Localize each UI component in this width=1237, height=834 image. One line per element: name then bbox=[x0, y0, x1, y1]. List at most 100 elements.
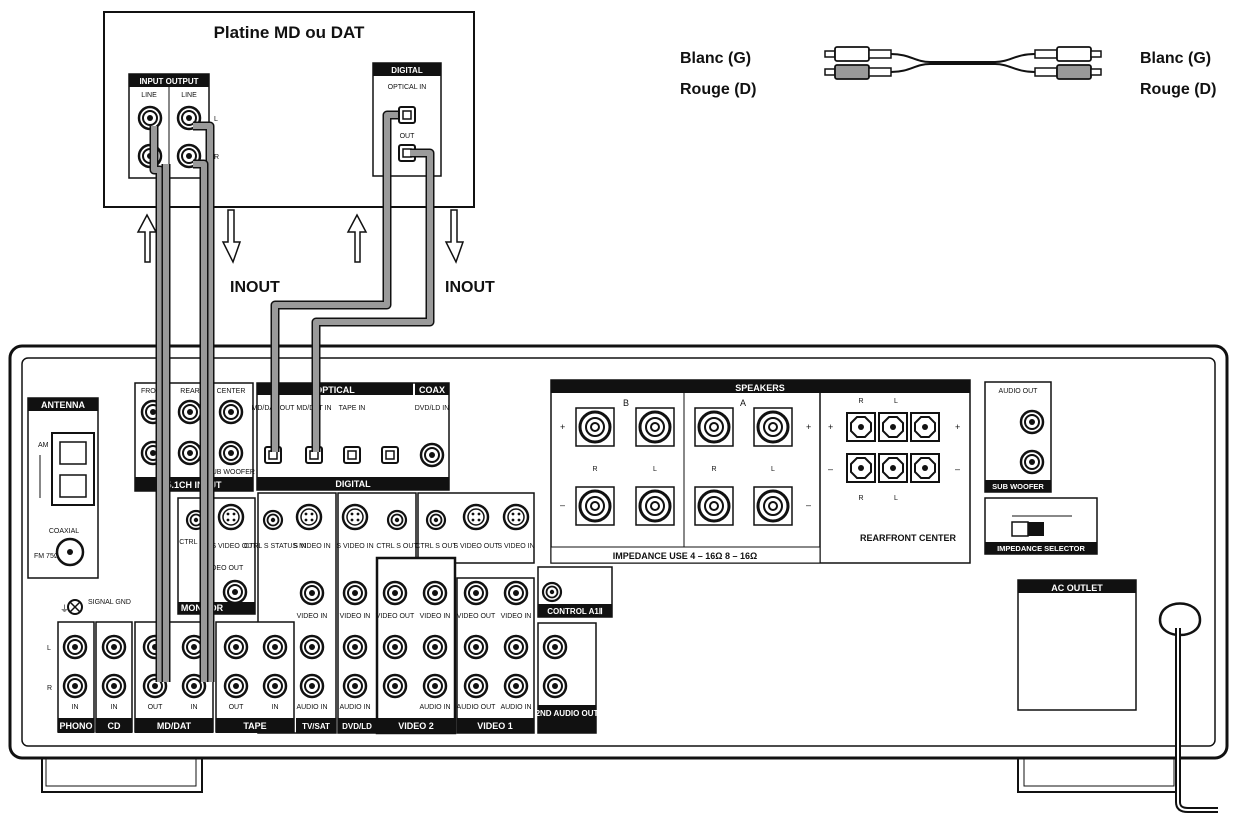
video2-audio-in-label: AUDIO IN bbox=[419, 704, 450, 711]
ac-outlet-label: AC OUTLET bbox=[1051, 583, 1103, 593]
spk-b-l: L bbox=[653, 466, 657, 473]
monitor-s-video-out bbox=[217, 503, 245, 531]
51ch-sub bbox=[218, 440, 244, 466]
deck-optical-in-jack bbox=[398, 106, 416, 124]
video1-video-in-label: VIDEO IN bbox=[501, 613, 532, 620]
line-left-label: LINE bbox=[141, 92, 157, 99]
clip-r-top: R bbox=[858, 398, 863, 405]
monitor-video-out bbox=[222, 579, 248, 605]
51ch-rear-r bbox=[177, 440, 203, 466]
connection-cables bbox=[149, 110, 435, 682]
tvsat-ctrl-s-label: CTRL S STATUS IN bbox=[244, 543, 306, 550]
51ch-rear-l bbox=[177, 399, 203, 425]
tape-in-label: IN bbox=[272, 704, 279, 711]
tvsat-video-in bbox=[299, 580, 325, 606]
deck-ch-l: L bbox=[214, 116, 218, 123]
video2-video-in-label: VIDEO IN bbox=[420, 613, 451, 620]
deck-ch-r: R bbox=[214, 154, 219, 161]
legend-right-white: Blanc (G) bbox=[1140, 50, 1211, 67]
phono-in-label: IN bbox=[72, 704, 79, 711]
device-title: Platine MD ou DAT bbox=[214, 23, 365, 42]
dvd-video-in-label: VIDEO IN bbox=[340, 613, 371, 620]
legend-left-red: Rouge (D) bbox=[680, 81, 756, 98]
audio-row-l: L bbox=[47, 645, 51, 652]
deck-optical-in-label: OPTICAL IN bbox=[388, 84, 427, 91]
antenna-label: ANTENNA bbox=[41, 400, 85, 410]
fm-label: FM 75Ω bbox=[34, 553, 59, 560]
clip-minus-right: – bbox=[955, 464, 960, 474]
cd-in-l bbox=[101, 634, 127, 660]
cd-in-r bbox=[101, 673, 127, 699]
legend-right-red: Rouge (D) bbox=[1140, 81, 1216, 98]
video1-video-out-label: VIDEO OUT bbox=[457, 613, 496, 620]
rear-l-minus bbox=[878, 453, 908, 483]
deck-out-label: OUT bbox=[400, 133, 416, 140]
tvsat-audio-r bbox=[299, 673, 325, 699]
spk-b-label: B bbox=[623, 398, 629, 408]
dvd-audio-r bbox=[342, 673, 368, 699]
spk-b-minus: – bbox=[560, 500, 565, 510]
deck-digital-label: DIGITAL bbox=[391, 66, 423, 75]
optical-label: OPTICAL bbox=[315, 385, 355, 395]
spk-b-r-plus bbox=[574, 406, 616, 448]
second-audio-out-l bbox=[542, 634, 568, 660]
control-a1-jack bbox=[541, 581, 563, 603]
video1-s-video-in-label: S VIDEO IN bbox=[497, 543, 534, 550]
coax-label: COAX bbox=[419, 385, 445, 395]
sw-audio-out-label: AUDIO OUT bbox=[999, 388, 1039, 395]
tvsat-s-video-in bbox=[295, 503, 323, 531]
analog-cable-out-r bbox=[193, 161, 207, 682]
tvsat-video-in-label: VIDEO IN bbox=[297, 613, 328, 620]
second-audio-out-label: 2ND AUDIO OUT bbox=[536, 709, 599, 718]
tape-out-l bbox=[223, 634, 249, 660]
digital-label: DIGITAL bbox=[335, 479, 371, 489]
ground-icon: ⏚ bbox=[60, 604, 69, 614]
video1-s-video-out-label: S VIDEO OUT bbox=[453, 543, 499, 550]
impedance-use-label: IMPEDANCE USE 4 – 16Ω 8 – 16Ω bbox=[613, 551, 758, 561]
video1-audio-in-r bbox=[503, 673, 529, 699]
video2-video-out-label: VIDEO OUT bbox=[376, 613, 415, 620]
phono-in-r bbox=[62, 673, 88, 699]
optical-dvd-in-jack bbox=[381, 446, 399, 464]
speakers-label: SPEAKERS bbox=[735, 383, 785, 393]
inout-label-right: INOUT bbox=[445, 279, 495, 296]
arrow-up-left bbox=[136, 213, 158, 263]
dvd-s-video-in bbox=[341, 503, 369, 531]
spk-a-l: L bbox=[771, 466, 775, 473]
video1-ctrl-s-out bbox=[425, 509, 447, 531]
rear-r-minus bbox=[846, 453, 876, 483]
video1-ctrl-s-label: CTRL S OUT bbox=[415, 543, 457, 550]
dvd-s-video-label: S VIDEO IN bbox=[336, 543, 373, 550]
video1-audio-in-l bbox=[503, 634, 529, 660]
dvd-ctrl-s-out bbox=[386, 509, 408, 531]
spk-a-l-plus bbox=[752, 406, 794, 448]
dvd-audio-in-label: AUDIO IN bbox=[339, 704, 370, 711]
tape-out-r bbox=[223, 673, 249, 699]
sub-woofer-label: SUB WOOFER bbox=[992, 482, 1044, 491]
clip-l-top: L bbox=[894, 398, 898, 405]
second-audio-out-r bbox=[542, 673, 568, 699]
video1-s-video-in bbox=[502, 503, 530, 531]
spk-b-l-plus bbox=[634, 406, 676, 448]
rear-r-plus bbox=[846, 412, 876, 442]
video2-audio-out-r bbox=[382, 673, 408, 699]
sub-woofer-small: SUB WOOFER bbox=[207, 469, 255, 476]
clip-plus-right: + bbox=[955, 422, 960, 432]
tvsat-s-video-label: S VIDEO IN bbox=[293, 543, 330, 550]
rca-cable-legend: Blanc (G) Rouge (D) Blanc (G) Rouge (D) bbox=[680, 46, 1216, 98]
video1-video-out bbox=[463, 580, 489, 606]
tvsat-audio-l bbox=[299, 634, 325, 660]
bottom-label-cd: CD bbox=[108, 721, 121, 731]
rear-label: REAR bbox=[180, 388, 199, 395]
video2-audio-in-r bbox=[422, 673, 448, 699]
rear-front-center-label: REARFRONT CENTER bbox=[860, 533, 956, 543]
signal-arrows: INOUT INOUT bbox=[136, 209, 495, 296]
video1-audio-out-l bbox=[463, 634, 489, 660]
impedance-selector-label: IMPEDANCE SELECTOR bbox=[997, 544, 1085, 553]
bottom-label-dvd-ld: DVD/LD bbox=[342, 722, 372, 731]
spk-a-r-plus bbox=[693, 406, 735, 448]
monitor-ctrl-s-in-label: CTRL S IN bbox=[179, 539, 213, 546]
coax-dvd-in-jack bbox=[419, 442, 445, 468]
analog-cable-in bbox=[151, 126, 163, 682]
clip-r-bottom: R bbox=[858, 495, 863, 502]
